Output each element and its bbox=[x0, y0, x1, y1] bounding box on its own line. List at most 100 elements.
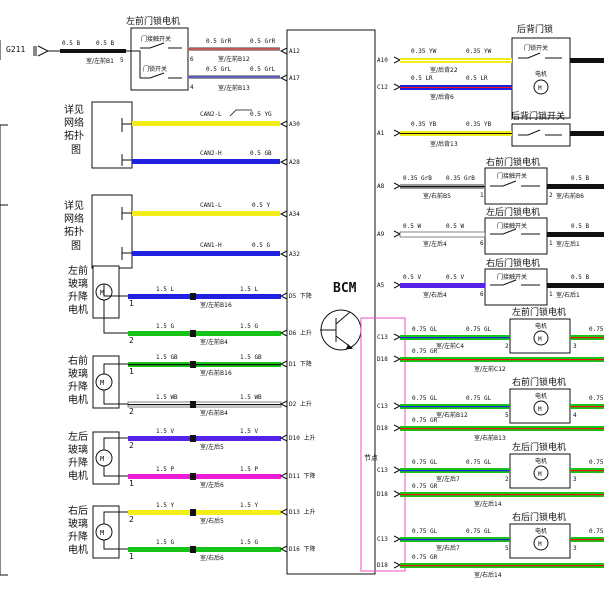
wire-label: 0.5 GB bbox=[250, 150, 272, 157]
wire-label: 1.5 G bbox=[156, 323, 174, 330]
rear-lock-box bbox=[511, 37, 571, 119]
bcm-pin-label: D18 bbox=[377, 562, 388, 569]
pin-connector bbox=[279, 472, 288, 480]
lock-motor-box bbox=[509, 318, 571, 354]
bcm-pin-label: A1 bbox=[377, 130, 385, 137]
wire-label: 0.75 GR bbox=[412, 554, 438, 561]
can-label: CAN1-H bbox=[200, 242, 222, 249]
wire-label: 0.75 GR bbox=[412, 348, 438, 355]
wire-label: 0.35 GrB bbox=[446, 175, 475, 182]
loc-label: 室/左后5 bbox=[200, 443, 224, 451]
bcm-pin-label: C13 bbox=[377, 467, 388, 474]
node-label: 节点 bbox=[364, 454, 378, 462]
motor-fl-title: 左前门锁电机 bbox=[126, 15, 180, 27]
bcm-pin-label: A5 bbox=[377, 282, 385, 289]
wire-label: 0.75 GL bbox=[466, 326, 492, 333]
wire-ground bbox=[547, 232, 604, 237]
pin-connector bbox=[393, 83, 402, 91]
pin-connector bbox=[393, 56, 402, 64]
wire-label: 0.75 GL bbox=[466, 528, 492, 535]
loc-label: 室/左前B4 bbox=[200, 338, 228, 346]
switch-label: 门锁开关 bbox=[143, 65, 167, 73]
topo-block-can2: 详见 网络 拓扑 图 bbox=[64, 101, 133, 169]
wire-label: 0.5 B bbox=[571, 274, 589, 281]
pin-connector bbox=[279, 250, 288, 258]
wire-label: 0.35 YW bbox=[411, 48, 437, 55]
wire-stripe bbox=[400, 406, 510, 408]
splice bbox=[190, 401, 196, 408]
loc-label: 室/左前B1 bbox=[86, 57, 114, 65]
loc-label: 室/右前B13 bbox=[474, 434, 506, 442]
wire-label: 1.5 Y bbox=[240, 502, 258, 509]
wire-label: 0.5 V bbox=[403, 274, 421, 281]
pin-label: 2 bbox=[129, 515, 134, 524]
bcm-pin-label: D2 上升 bbox=[289, 400, 312, 408]
lock-motor-box bbox=[509, 453, 571, 489]
wire-label: 1.5 V bbox=[240, 428, 258, 435]
wire-stripe bbox=[400, 337, 510, 339]
svg-text:详见: 详见 bbox=[64, 199, 84, 212]
wire-label: 0.75 bbox=[589, 326, 604, 333]
wire-window-down bbox=[128, 547, 281, 552]
pin-connector bbox=[393, 535, 402, 543]
pin-label: 1 bbox=[480, 192, 484, 199]
wire-label: 1.5 P bbox=[156, 466, 174, 473]
motor-label: 电机 bbox=[535, 457, 547, 465]
bcm-pin-label: D16 下降 bbox=[289, 545, 315, 553]
bcm-pin-label: A17 bbox=[289, 75, 300, 82]
window-motor-box bbox=[92, 355, 120, 409]
svg-text:网络: 网络 bbox=[64, 116, 84, 129]
pin-label: 1 bbox=[129, 299, 134, 308]
pin-label: 5 bbox=[505, 545, 509, 552]
pin-label: 2 bbox=[129, 336, 134, 345]
bcm-pin-label: D11 下降 bbox=[289, 472, 315, 480]
wire-stripe bbox=[400, 359, 604, 361]
motor-title: 左后门锁电机 bbox=[512, 441, 566, 453]
pin-connector bbox=[279, 360, 288, 368]
contact-box bbox=[484, 217, 548, 255]
pin-connector bbox=[279, 400, 288, 408]
pin-label: 3 bbox=[573, 343, 577, 350]
motor-glyph: M bbox=[538, 541, 542, 548]
wire-stripe bbox=[400, 494, 604, 496]
topo-block-can1: 详见 网络 拓扑 图 bbox=[64, 194, 133, 269]
loc-label: 室/后背22 bbox=[430, 66, 458, 74]
window-title: 电机 bbox=[68, 543, 88, 556]
switch-label: 门接触开关 bbox=[497, 273, 527, 281]
pin-label: 2 bbox=[129, 441, 134, 450]
wire-label: 0.75 GR bbox=[412, 483, 438, 490]
pin-label: 4 bbox=[190, 84, 194, 91]
window-title: 电机 bbox=[68, 393, 88, 406]
wire-label: 1.5 GB bbox=[240, 354, 262, 361]
window-title: 左前 bbox=[68, 264, 88, 277]
pin-label: 1 bbox=[129, 367, 134, 376]
pin-connector bbox=[393, 561, 402, 569]
wire-window-down bbox=[128, 331, 281, 336]
bcm-pin-label: A28 bbox=[289, 159, 300, 166]
switch-symbol bbox=[126, 42, 182, 79]
wire-stripe bbox=[128, 404, 281, 406]
bcm-pin-label: D18 bbox=[377, 491, 388, 498]
bcm-label: BCM bbox=[333, 281, 357, 296]
window-title: 左后 bbox=[68, 430, 88, 443]
splice bbox=[190, 361, 196, 368]
wire-stripe bbox=[400, 565, 604, 567]
svg-text:网络: 网络 bbox=[64, 212, 84, 225]
contact-box bbox=[484, 268, 548, 306]
window-title: 升降 bbox=[68, 290, 88, 303]
bcm-box bbox=[286, 29, 376, 575]
wire-stripe bbox=[570, 406, 604, 408]
loc-label: 室/后背6 bbox=[430, 93, 454, 101]
motor-icon bbox=[533, 465, 549, 481]
pin-label: 3 bbox=[573, 545, 577, 552]
motor-glyph: M bbox=[100, 379, 104, 387]
